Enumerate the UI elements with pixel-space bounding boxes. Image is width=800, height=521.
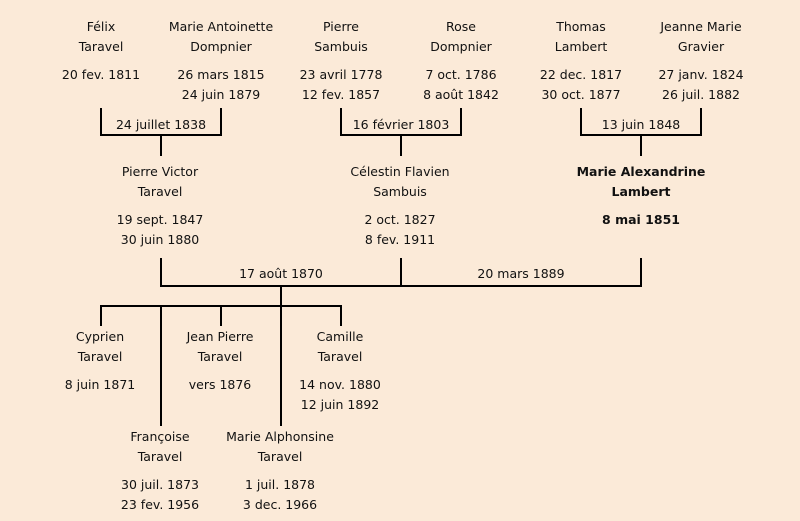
last-name: Gravier: [677, 39, 725, 54]
death-date: 12 juin 1892: [300, 397, 380, 412]
person-thomas: Thomas Lambert 22 dec. 1817 30 oct. 1877: [506, 17, 656, 105]
person-jean-pierre: Jean Pierre Taravel vers 1876: [145, 327, 295, 395]
birth-date: 7 oct. 1786: [425, 67, 497, 82]
connector-line: [400, 134, 402, 156]
death-date: 23 fev. 1956: [120, 497, 200, 512]
marriage-date: 24 juillet 1838: [115, 117, 207, 132]
first-name: Rose: [446, 19, 476, 34]
last-name: Lambert: [611, 184, 671, 199]
first-name: Cyprien: [75, 329, 125, 344]
connector-line: [280, 305, 282, 426]
last-name: Taravel: [317, 349, 363, 364]
last-name: Dompnier: [430, 39, 492, 54]
last-name: Taravel: [78, 39, 124, 54]
person-pierre-victor: Pierre Victor Taravel 19 sept. 1847 30 j…: [85, 162, 235, 250]
birth-date: 22 dec. 1817: [539, 67, 623, 82]
connector-line: [700, 108, 702, 136]
person-francoise: Françoise Taravel 30 juil. 1873 23 fev. …: [85, 427, 235, 515]
last-name: Taravel: [137, 449, 183, 464]
last-name: Sambuis: [314, 39, 368, 54]
first-name: Félix: [86, 19, 116, 34]
last-name: Lambert: [554, 39, 608, 54]
person-rose: Rose Dompnier 7 oct. 1786 8 août 1842: [386, 17, 536, 105]
last-name: Dompnier: [190, 39, 252, 54]
death-date: 8 août 1842: [423, 87, 499, 102]
birth-date: 23 avril 1778: [299, 67, 383, 82]
marriage-date: 13 juin 1848: [601, 117, 681, 132]
last-name: Taravel: [77, 349, 123, 364]
marriage-date: 17 août 1870: [239, 266, 323, 281]
last-name: Taravel: [137, 184, 183, 199]
person-jeanne-marie: Jeanne Marie Gravier 27 janv. 1824 26 ju…: [626, 17, 776, 105]
death-date: 24 juin 1879: [181, 87, 261, 102]
connector-line: [460, 108, 462, 136]
connector-line: [220, 305, 222, 326]
person-felix: Félix Taravel 20 fev. 1811: [26, 17, 176, 85]
last-name: Sambuis: [373, 184, 427, 199]
connector-line: [400, 258, 402, 287]
birth-date: 2 oct. 1827: [364, 212, 436, 227]
connector-line: [100, 108, 102, 136]
person-camille: Camille Taravel 14 nov. 1880 12 juin 189…: [265, 327, 415, 415]
first-name: Marie Antoinette: [168, 19, 274, 34]
connector-line: [340, 305, 342, 326]
connector-line: [160, 258, 162, 287]
birth-date: 8 mai 1851: [602, 212, 680, 227]
first-name: Pierre: [323, 19, 359, 34]
first-name: Marie Alexandrine: [576, 164, 706, 179]
birth-date: 8 juin 1871: [64, 377, 136, 392]
first-name: Jean Pierre: [186, 329, 254, 344]
death-date: 26 juil. 1882: [662, 87, 740, 102]
last-name: Taravel: [257, 449, 303, 464]
marriage-date: 20 mars 1889: [477, 266, 565, 281]
connector-line: [160, 285, 642, 287]
connector-line: [640, 134, 642, 156]
connector-line: [160, 134, 162, 156]
birth-date: vers 1876: [188, 377, 252, 392]
death-date: 8 fev. 1911: [364, 232, 436, 247]
person-celestin: Célestin Flavien Sambuis 2 oct. 1827 8 f…: [325, 162, 475, 250]
death-date: 3 dec. 1966: [242, 497, 318, 512]
first-name: Célestin Flavien: [350, 164, 450, 179]
first-name: Marie Alphonsine: [226, 429, 334, 444]
birth-date: 19 sept. 1847: [116, 212, 204, 227]
birth-date: 14 nov. 1880: [299, 377, 381, 392]
birth-date: 1 juil. 1878: [244, 477, 316, 492]
connector-line: [280, 285, 282, 307]
person-marie-alphonsine: Marie Alphonsine Taravel 1 juil. 1878 3 …: [205, 427, 355, 515]
connector-line: [580, 108, 582, 136]
connector-line: [640, 258, 642, 287]
connector-line: [160, 305, 162, 426]
first-name: Françoise: [130, 429, 190, 444]
first-name: Jeanne Marie: [660, 19, 742, 34]
first-name: Thomas: [556, 19, 606, 34]
first-name: Pierre Victor: [121, 164, 199, 179]
connector-line: [100, 305, 102, 326]
person-marie-antoinette: Marie Antoinette Dompnier 26 mars 1815 2…: [146, 17, 296, 105]
death-date: 12 fev. 1857: [301, 87, 381, 102]
last-name: Taravel: [197, 349, 243, 364]
marriage-date: 16 février 1803: [352, 117, 450, 132]
person-pierre: Pierre Sambuis 23 avril 1778 12 fev. 185…: [266, 17, 416, 105]
first-name: Camille: [316, 329, 364, 344]
connector-line: [220, 108, 222, 136]
birth-date: 27 janv. 1824: [658, 67, 744, 82]
birth-date: 30 juil. 1873: [121, 477, 199, 492]
person-marie-alexandrine: Marie Alexandrine Lambert 8 mai 1851: [566, 162, 716, 230]
connector-line: [340, 108, 342, 136]
death-date: 30 juin 1880: [120, 232, 200, 247]
birth-date: 20 fev. 1811: [61, 67, 141, 82]
person-cyprien: Cyprien Taravel 8 juin 1871: [25, 327, 175, 395]
death-date: 30 oct. 1877: [541, 87, 621, 102]
birth-date: 26 mars 1815: [177, 67, 265, 82]
